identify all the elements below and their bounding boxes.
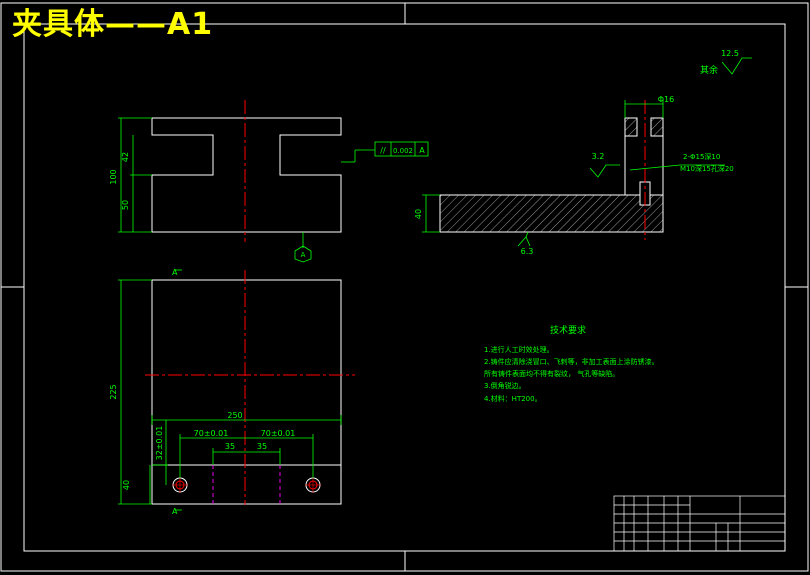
dim-left: 70±0.01	[194, 429, 229, 438]
section-marker-top: A	[172, 268, 178, 277]
bolt-hole-left	[172, 477, 188, 493]
plan-dimensions	[118, 269, 342, 511]
tolerance-value: 0.002	[393, 147, 413, 155]
datum-label: A	[301, 251, 306, 259]
hole-dia: Φ16	[658, 95, 674, 104]
tech-req-item: 所有铸件表面均不得有裂纹， 气孔等缺陷。	[484, 369, 619, 378]
plan-view: A A 225 250 70±0.01 70±0.01 35 35 32±0.0…	[109, 268, 355, 516]
general-roughness-label: 其余	[700, 64, 718, 76]
title-block	[613, 495, 786, 552]
tolerance-symbol: //	[380, 146, 386, 155]
technical-requirements: 技术要求 1.进行人工时效处理。 2.铸件应清除浇冒口、飞刺等，非加工表面上涂防…	[484, 324, 659, 403]
roughness-bottom: 6.3	[521, 247, 534, 256]
dim-right: 70±0.01	[261, 429, 296, 438]
thread-note: M10深15孔深20	[680, 164, 734, 173]
front-view-dimensions	[118, 117, 375, 248]
roughness-top: 3.2	[592, 152, 605, 161]
dim-width: 250	[227, 411, 242, 420]
section-dimensions	[422, 100, 725, 247]
datum-symbol: A	[294, 245, 312, 263]
tolerance-datum: A	[419, 146, 425, 155]
tech-req-item: 4.材料：HT200。	[484, 394, 542, 403]
section-base	[439, 194, 664, 233]
section-marker-bottom: A	[172, 507, 178, 516]
tech-req-item: 2.铸件应清除浇冒口、飞刺等，非加工表面上涂防锈漆。	[484, 357, 659, 366]
tolerance-frame: // 0.002 A	[374, 141, 429, 157]
plan-view-outline	[151, 279, 342, 505]
dim-depth: 225	[109, 384, 118, 399]
general-roughness-value: 12.5	[721, 49, 739, 58]
tech-req-heading: 技术要求	[550, 324, 586, 336]
section-view: Φ16 2-Φ15深10 M10深15孔深20 3.2 6.3 40	[414, 95, 734, 256]
hidden-lines	[212, 465, 281, 504]
general-roughness: 12.5 其余	[700, 49, 752, 76]
dim-upper: 42	[121, 152, 130, 162]
hole-note: 2-Φ15深10	[683, 152, 720, 161]
dim-y: 32±0.01	[155, 426, 164, 461]
tech-req-item: 3.倒角锐边。	[484, 381, 526, 390]
bolt-hole-right	[305, 477, 321, 493]
front-view-outline	[151, 117, 342, 233]
dim-inner-left: 35	[225, 442, 235, 451]
dim-inner-right: 35	[257, 442, 267, 451]
front-view: 100 42 50 // 0.002 A A	[109, 100, 429, 263]
dim-lower: 50	[121, 200, 130, 210]
dim-section-height: 40	[414, 209, 423, 219]
tech-req-item: 1.进行人工时效处理。	[484, 345, 554, 354]
section-boss-left	[624, 117, 638, 137]
dim-bottom: 40	[122, 480, 131, 490]
drawing-title: 夹具体——A1	[12, 7, 214, 42]
section-boss-right	[650, 117, 664, 137]
dim-total-height: 100	[109, 169, 118, 184]
